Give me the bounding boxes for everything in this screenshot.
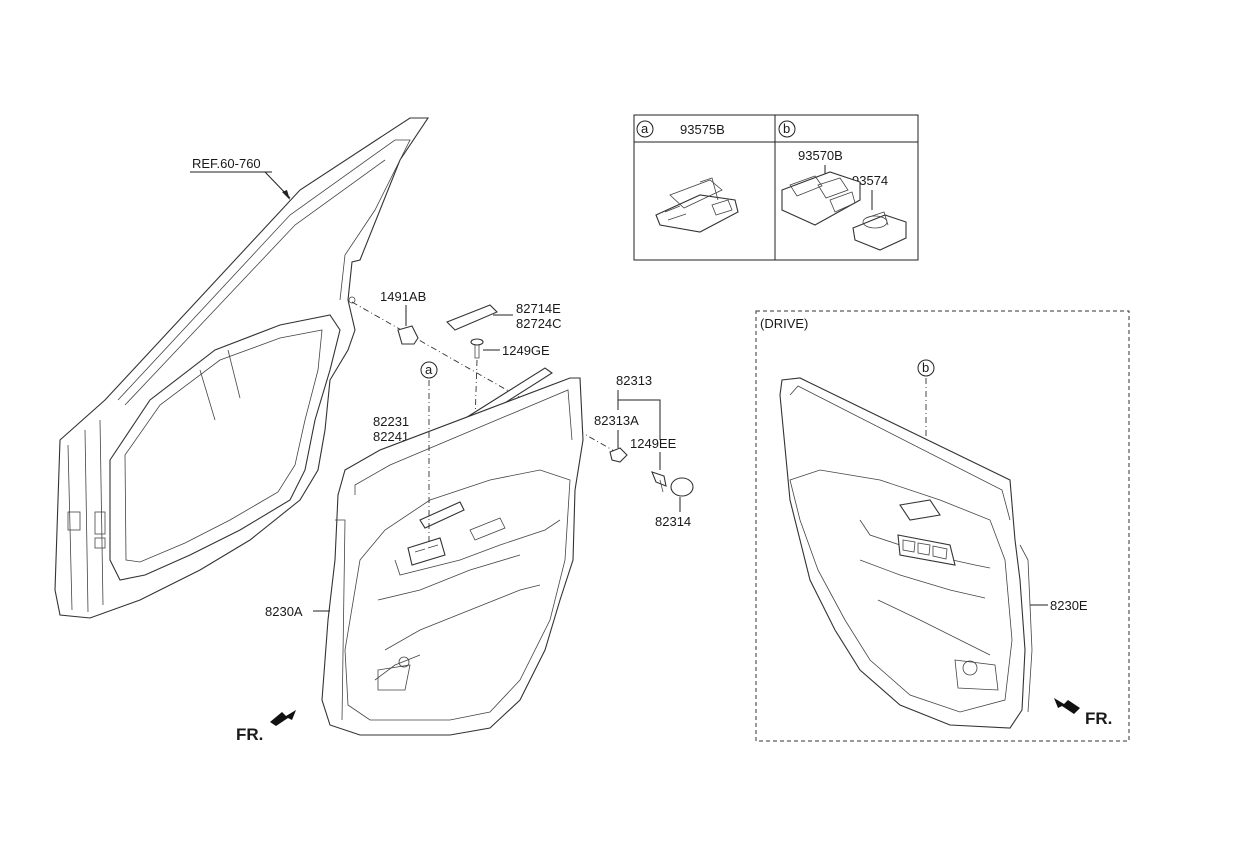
label-1249ee: 1249EE bbox=[630, 436, 677, 451]
ref-label: REF.60-760 bbox=[192, 156, 261, 171]
label-1491ab: 1491AB bbox=[380, 289, 426, 304]
table-marker-a: a bbox=[641, 121, 649, 136]
label-8230e: 8230E bbox=[1050, 598, 1088, 613]
fr-label-drive: FR. bbox=[1085, 709, 1112, 728]
fr-indicator-main: FR. bbox=[236, 710, 296, 744]
door-frame bbox=[54, 117, 430, 619]
screw-1249ge: 1249GE bbox=[470, 338, 550, 516]
fr-label-main: FR. bbox=[236, 725, 263, 744]
bolt-group: 82313 82313A 1249EE 82314 bbox=[594, 373, 694, 529]
label-82313a: 82313A bbox=[594, 413, 639, 428]
label-82314: 82314 bbox=[655, 514, 691, 529]
table-part-93575b: 93575B bbox=[680, 122, 725, 137]
drive-marker-b: b bbox=[922, 360, 929, 375]
marker-a-main: a bbox=[425, 362, 433, 377]
table-marker-b: b bbox=[783, 121, 790, 136]
label-82241: 82241 bbox=[373, 429, 409, 444]
arrow-left-icon bbox=[270, 710, 296, 726]
marker-a-circle bbox=[420, 361, 438, 379]
switch-table: a b 93575B 93570B 93574 bbox=[633, 114, 919, 261]
label-82313: 82313 bbox=[616, 373, 652, 388]
drive-box: (DRIVE) b 8230E FR. bbox=[755, 310, 1130, 742]
trim-piece: 82714E 82724C bbox=[446, 301, 562, 331]
label-1249ge: 1249GE bbox=[502, 343, 550, 358]
clip-1491ab: 1491AB bbox=[380, 289, 426, 345]
table-part-93574: 93574 bbox=[852, 173, 888, 188]
label-82231: 82231 bbox=[373, 414, 409, 429]
label-82714e: 82714E bbox=[516, 301, 561, 316]
ref-callout: REF.60-760 bbox=[190, 156, 291, 200]
door-panel-main: a 8230A bbox=[265, 361, 584, 736]
table-part-93570b: 93570B bbox=[798, 148, 843, 163]
label-82724c: 82724C bbox=[516, 316, 562, 331]
arrow-right-icon bbox=[1054, 698, 1080, 714]
drive-title: (DRIVE) bbox=[760, 316, 808, 331]
label-8230a: 8230A bbox=[265, 604, 303, 619]
